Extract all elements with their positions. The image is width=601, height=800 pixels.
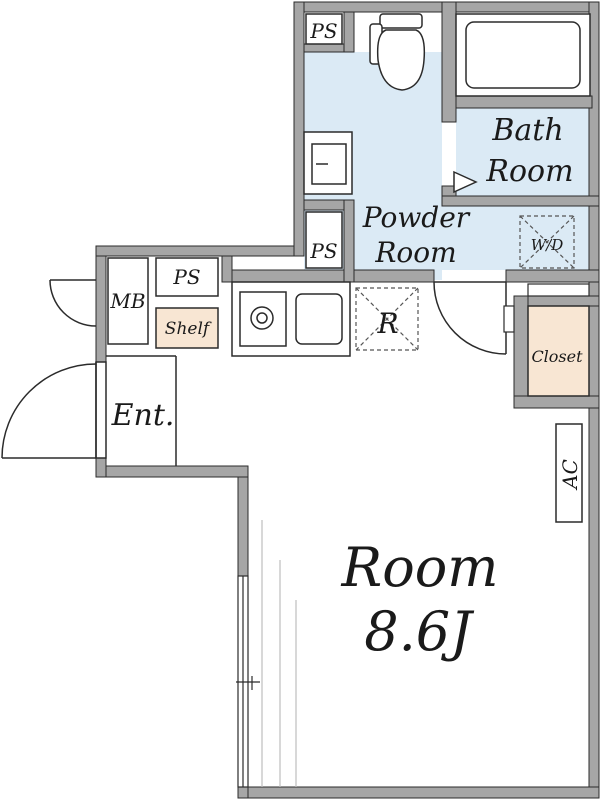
toilet-icon [369, 13, 426, 91]
powder-room-label-line1: Powder [362, 201, 471, 234]
meter-box [107, 257, 149, 345]
ps-box-left [155, 257, 219, 297]
wall-bottom [237, 786, 600, 799]
wall-bath-tub-divider [455, 95, 593, 109]
stove-burner-inner [256, 312, 268, 324]
aircon-unit [555, 423, 583, 523]
wet-areas [304, 52, 594, 280]
fridge-space [355, 287, 419, 351]
wall-bath-left [441, 1, 457, 123]
entrance-area [106, 355, 177, 466]
wall-kitchen-left-stub [221, 255, 233, 283]
door-swing-icon [453, 170, 478, 194]
closet [527, 305, 590, 397]
aircon-label: AC [558, 459, 582, 491]
shelf [155, 307, 219, 349]
window-icon [236, 520, 297, 788]
bath-room-label-line2: Room [485, 154, 573, 189]
ps-box-top [305, 13, 343, 45]
bath-room-floor [456, 108, 592, 200]
wall-entrance-bottom [95, 465, 249, 478]
entrance-label: Ent. [111, 398, 175, 433]
powder-room-floor-lower [354, 200, 594, 270]
ps-label-top: PS [309, 19, 337, 43]
meter-box-label: MB [109, 289, 145, 313]
wall-bath-bottom [441, 195, 600, 207]
wall-upper-left [95, 245, 305, 257]
closet-shelf-bar [527, 283, 590, 297]
pipe-spaces: PS PS PS [155, 13, 343, 297]
wall-kitchen-top [221, 269, 355, 283]
wall-closet-bottom [513, 395, 600, 409]
powder-room-label-line2: Room [374, 236, 456, 269]
wall-powder-left [293, 1, 305, 257]
wall-closet-left [513, 295, 529, 409]
washer-dryer-space [519, 215, 575, 269]
small-door-jamb [503, 305, 515, 333]
ps-label-left: PS [172, 265, 200, 289]
fridge-label: R [376, 307, 398, 340]
door-swing-icon [1, 361, 107, 459]
shelf-label: Shelf [165, 319, 212, 339]
washbasin-icon [303, 131, 353, 195]
door-swing-icon [49, 279, 97, 327]
ps-box-mid [305, 211, 343, 269]
wall-powder-bottom-right [505, 269, 600, 283]
closet-label: Closet [531, 347, 583, 366]
bathtub-icon [455, 13, 591, 97]
washer-dryer-label: W/D [531, 236, 564, 254]
room-label-line2: 8.6J [364, 600, 475, 663]
ps-label-mid: PS [309, 239, 337, 263]
kitchen-counter [231, 281, 351, 357]
wall-powder-bottom-left [353, 269, 435, 283]
bath-room-label-line1: Bath [491, 113, 563, 148]
wall-ps-mid-right [343, 199, 355, 283]
kitchen-sink-icon [295, 293, 343, 345]
room-label-line1: Room [341, 536, 499, 599]
walls [95, 1, 600, 799]
wall-ps-top-right [343, 11, 355, 53]
